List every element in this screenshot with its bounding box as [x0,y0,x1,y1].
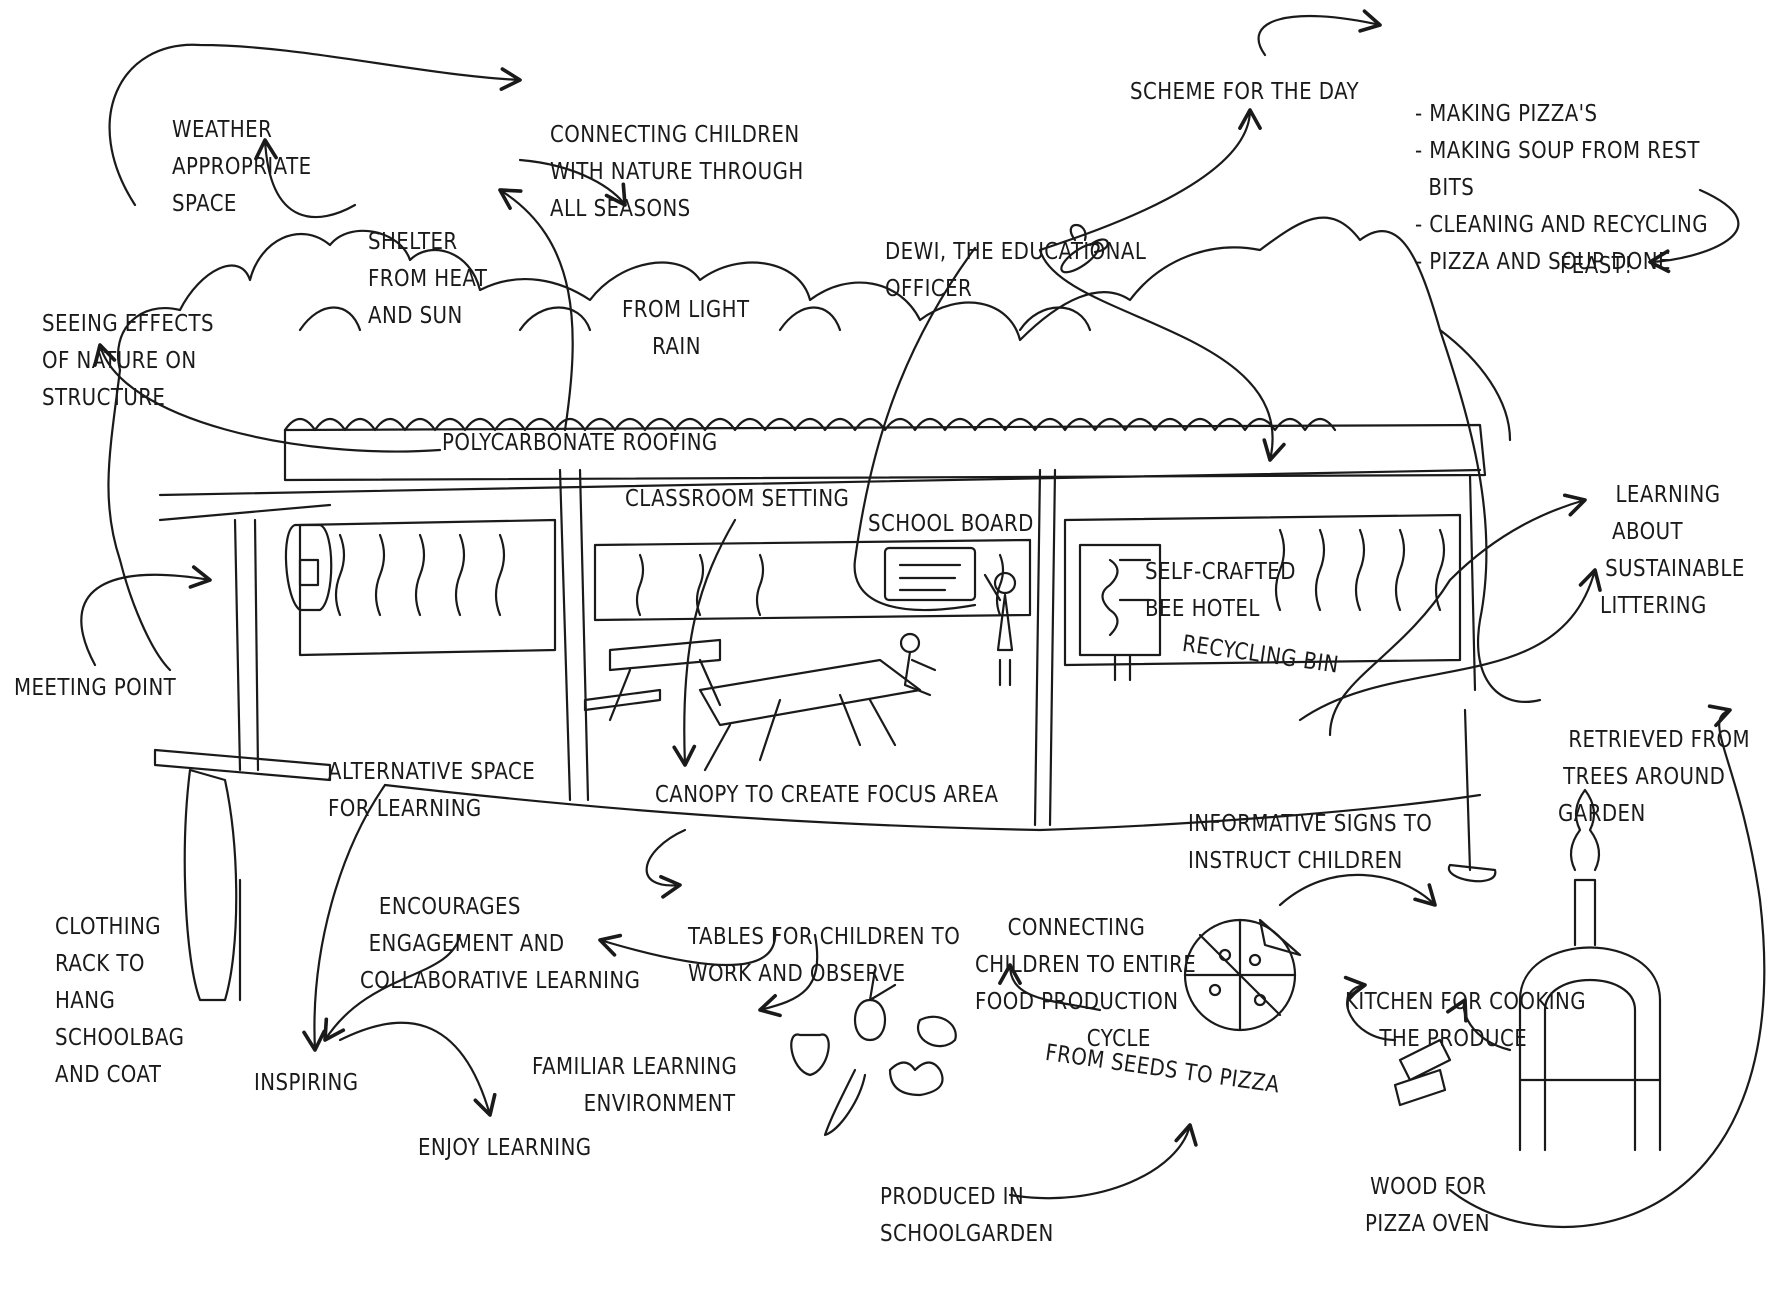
label-inspiring: INSPIRING [254,1065,359,1102]
bench [585,690,660,710]
table-back [610,640,720,720]
label-scheme: SCHEME FOR THE DAY [1130,74,1359,111]
table-front-top [700,660,920,725]
bee-hotel-stand [1115,655,1130,680]
arrow-meeting-point [81,575,210,665]
wall-back-mid [595,540,1030,620]
post-center [1035,470,1055,825]
label-meeting-point: MEETING POINT [14,670,176,707]
pizza-icon [1185,920,1300,1030]
arrow-signs-to-post [1300,570,1595,720]
arrow-signs-to-learning [1330,500,1585,735]
label-canopy: CANOPY TO CREATE FOCUS AREA [655,777,998,814]
schoolbag [286,525,331,610]
arrow-canopy-to-tables [647,830,685,885]
table-front-legs [705,695,895,770]
clothing-rack [155,750,330,780]
child-body [905,652,935,695]
bee-hotel-cells [1103,560,1151,635]
coat [185,770,236,1000]
curtain-wave-right [1276,530,1444,610]
label-school-board: SCHOOL BOARD [868,506,1034,543]
school-board [885,548,975,600]
teacher-head [995,573,1015,593]
tree-canopy [118,218,1510,440]
board-lines [900,565,960,590]
arrow-scheme-top [1259,16,1380,55]
post-left [235,520,258,770]
child-head [901,634,919,652]
roof-beam-2 [160,505,330,520]
label-polycarbonate: POLYCARBONATE ROOFING [442,425,718,462]
label-enjoy: ENJOY LEARNING [418,1130,592,1167]
post-right [1470,475,1475,690]
curtain-wave-left [336,535,504,615]
label-classroom: CLASSROOM SETTING [625,481,849,518]
label-feast: FEAST! [1560,248,1633,285]
wall-back-left [300,520,555,655]
post-mid-left [560,470,588,800]
